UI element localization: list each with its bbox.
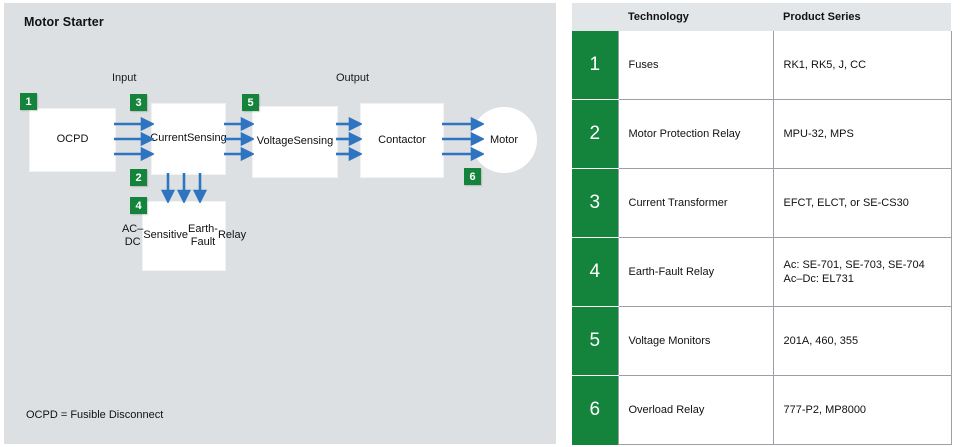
product-series-line: Ac–Dc: EL731 — [783, 273, 854, 285]
arrow-group-voltage-sensing-to-contactor — [336, 115, 363, 168]
ocpd-footnote: OCPD = Fusible Disconnect — [26, 409, 164, 421]
row-number-cell: 1 — [572, 31, 618, 100]
badge-5: 5 — [242, 94, 259, 111]
product-series-line: MPU-32, MPS — [783, 128, 854, 140]
column-header-technology: Technology — [618, 3, 773, 31]
column-header-number — [572, 3, 618, 31]
input-label: Input — [112, 72, 137, 84]
block-contactor: Contactor — [360, 103, 444, 178]
product-series-line: Ac: SE-701, SE-703, SE-704 — [783, 259, 925, 271]
table-header: Technology Product Series — [572, 3, 951, 31]
row-number-cell: 6 — [572, 375, 618, 445]
product-series-cell: 201A, 460, 355 — [773, 306, 952, 376]
table-header-row: Technology Product Series — [572, 3, 951, 31]
arrow-group-current-sensing-to-earth-fault-relay — [159, 173, 209, 208]
row-number-cell: 5 — [572, 306, 618, 376]
product-series-cell: EFCT, ELCT, or SE-CS30 — [773, 168, 952, 238]
row-number-cell: 4 — [572, 237, 618, 307]
badge-3: 3 — [130, 94, 147, 111]
badge-4: 4 — [130, 197, 147, 214]
product-series-line: 201A, 460, 355 — [783, 335, 859, 347]
technology-cell: Motor Protection Relay — [617, 99, 774, 169]
output-label: Output — [336, 72, 370, 84]
product-series-line: RK1, RK5, J, CC — [783, 59, 867, 71]
technology-cell: Earth-Fault Relay — [617, 237, 774, 307]
technology-cell: Fuses — [617, 31, 774, 100]
product-series-line: EFCT, ELCT, or SE-CS30 — [783, 197, 909, 209]
row-number-cell: 3 — [572, 168, 618, 238]
column-header-product-series: Product Series — [773, 3, 951, 31]
arrow-group-contactor-to-motor — [442, 115, 485, 168]
product-series-cell: 777-P2, MP8000 — [773, 375, 952, 445]
technology-cell: Overload Relay — [617, 375, 774, 445]
badge-2: 2 — [130, 169, 147, 186]
row-number-cell: 2 — [572, 99, 618, 169]
badge-6: 6 — [464, 168, 481, 185]
product-series-line: 777-P2, MP8000 — [783, 404, 867, 416]
technology-cell: Voltage Monitors — [617, 306, 774, 376]
page-title: Motor Starter — [24, 15, 104, 29]
arrow-group-current-to-voltage-sensing — [224, 115, 255, 168]
product-series-cell: RK1, RK5, J, CC — [773, 31, 952, 100]
badge-1: 1 — [20, 93, 37, 110]
block-ocpd: OCPD — [29, 108, 116, 172]
technology-cell: Current Transformer — [617, 168, 774, 238]
arrow-group-ocpd-to-current-sensing — [114, 115, 155, 168]
product-series-cell: MPU-32, MPS — [773, 99, 952, 169]
